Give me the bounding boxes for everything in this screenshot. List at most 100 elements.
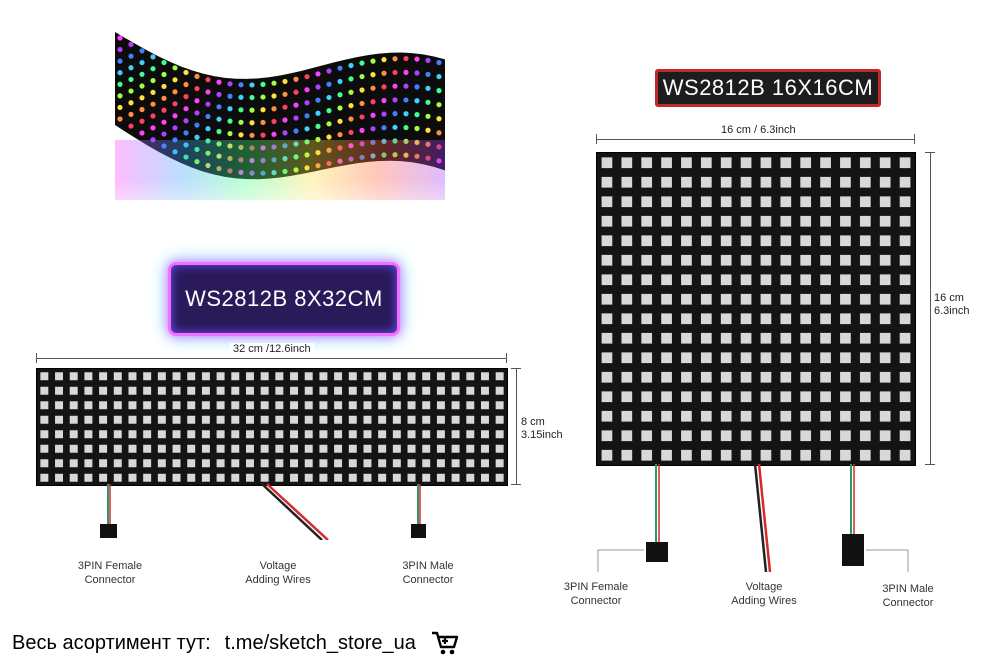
led — [245, 372, 254, 381]
flex-led — [139, 118, 145, 124]
flex-led — [128, 88, 134, 94]
led — [304, 372, 313, 381]
flex-led — [216, 104, 222, 110]
flex-led — [282, 91, 288, 97]
led — [69, 473, 78, 482]
led — [740, 391, 752, 403]
flex-led — [425, 85, 431, 91]
led — [201, 444, 210, 453]
led — [392, 459, 401, 468]
led — [128, 386, 137, 395]
led — [407, 459, 416, 468]
led — [681, 215, 692, 227]
led — [879, 430, 891, 442]
led — [69, 372, 78, 381]
flex-led — [161, 59, 167, 66]
led — [899, 391, 911, 403]
led — [700, 352, 712, 364]
led — [700, 235, 712, 247]
flex-led — [205, 101, 211, 107]
led — [820, 352, 831, 364]
flex-led — [337, 105, 343, 111]
led — [69, 444, 78, 453]
led — [378, 444, 387, 453]
led — [143, 473, 152, 482]
led — [245, 401, 254, 410]
flex-led — [117, 116, 123, 122]
led — [40, 473, 49, 482]
width-label-16x16: 16 cm / 6.3inch — [718, 124, 799, 136]
led — [290, 473, 299, 482]
led — [172, 473, 181, 482]
flex-led — [403, 97, 409, 103]
led — [681, 176, 692, 188]
flex-led — [161, 119, 167, 125]
led — [451, 459, 460, 468]
led — [621, 430, 633, 442]
footer-link[interactable]: t.me/sketch_store_ua — [224, 631, 416, 654]
flex-led — [293, 76, 299, 82]
led — [216, 415, 225, 424]
led — [641, 235, 653, 247]
led — [899, 293, 911, 305]
led — [55, 386, 64, 395]
flex-led — [381, 111, 387, 117]
led — [319, 372, 328, 381]
flex-led — [249, 132, 255, 138]
led — [201, 459, 210, 468]
cart-icon[interactable] — [430, 629, 460, 657]
led — [304, 473, 313, 482]
led — [859, 157, 871, 169]
led — [392, 372, 401, 381]
led — [436, 372, 445, 381]
flex-led — [271, 80, 277, 86]
led — [348, 415, 357, 424]
led — [601, 371, 613, 383]
led — [216, 372, 225, 381]
flex-led — [128, 41, 134, 48]
voltage-wires-label-16x16: Voltage Adding Wires — [731, 581, 797, 607]
flex-led — [304, 113, 310, 119]
led — [601, 410, 613, 422]
flex-led — [293, 115, 299, 121]
height-dimension-cap — [925, 152, 935, 153]
led — [290, 372, 299, 381]
led — [681, 313, 692, 325]
led — [740, 449, 752, 461]
led — [55, 372, 64, 381]
flex-led — [414, 98, 420, 104]
led — [800, 449, 812, 461]
led — [700, 215, 712, 227]
flex-led — [128, 123, 134, 129]
width-dimension-cap — [36, 353, 37, 363]
led — [378, 415, 387, 424]
led — [334, 401, 343, 410]
led — [641, 371, 653, 383]
flex-led — [304, 74, 310, 80]
flexible-strip — [115, 32, 445, 200]
led — [143, 459, 152, 468]
led — [290, 430, 299, 439]
led — [216, 459, 225, 468]
led — [99, 401, 108, 410]
led — [840, 352, 851, 364]
height-dimension-cap — [925, 464, 935, 465]
led — [800, 196, 812, 208]
led — [84, 415, 93, 424]
led — [143, 386, 152, 395]
led — [290, 401, 299, 410]
led — [859, 215, 871, 227]
led — [700, 332, 712, 344]
led — [740, 293, 752, 305]
led — [700, 430, 712, 442]
led — [172, 372, 181, 381]
width-dimension-line-16x16 — [596, 139, 914, 140]
led — [99, 386, 108, 395]
flex-led — [337, 78, 343, 85]
led — [760, 332, 772, 344]
flex-led — [150, 125, 156, 131]
led — [681, 391, 692, 403]
voltage-wires-label-8x32: Voltage Adding Wires — [245, 560, 311, 586]
led — [601, 449, 613, 461]
height-dimension-line-8x32 — [516, 368, 517, 484]
